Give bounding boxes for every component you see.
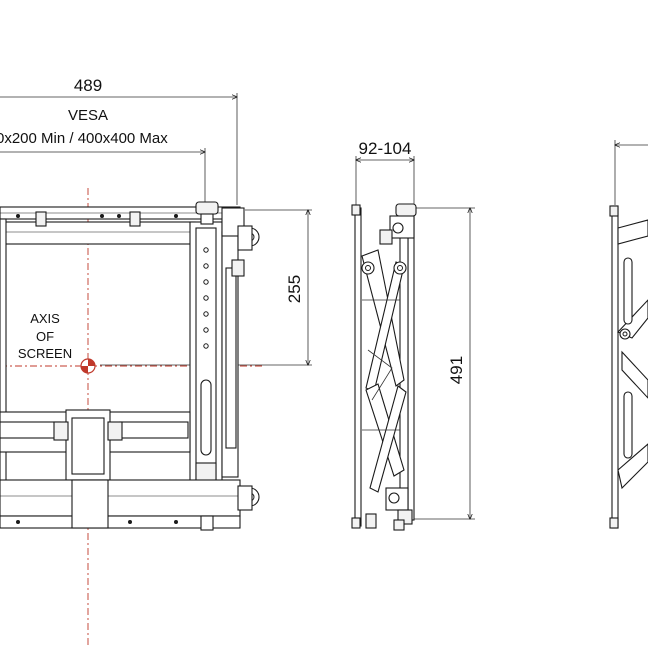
lower-rail <box>0 409 191 481</box>
vesa-range-label: 0x200 Min / 400x400 Max <box>0 130 168 147</box>
side-bottom-knob <box>365 487 413 531</box>
vertical-arm <box>189 221 239 523</box>
axis-label-line1: AXIS <box>30 311 60 326</box>
front-plate <box>407 213 415 521</box>
bottom-rail <box>0 479 260 531</box>
depth-label: 92-104 <box>359 139 412 158</box>
dimension-overall-height: 491 <box>414 208 475 519</box>
dimension-vesa: VESA 0x200 Min / 400x400 Max <box>0 107 205 205</box>
wall-plate <box>354 207 362 527</box>
dimension-overall-width: 489 <box>0 76 237 205</box>
axis-of-screen-label: AXIS OF SCREEN <box>18 311 72 361</box>
front-view: 489 VESA 0x200 Min / 400x400 Max 255 AXI… <box>0 76 312 648</box>
axis-center-marker <box>80 358 96 374</box>
overall-height-label: 491 <box>447 356 466 384</box>
top-clamp <box>195 201 260 277</box>
axis-label-line3: SCREEN <box>18 346 72 361</box>
offset-height-label: 255 <box>285 275 304 303</box>
scissor-arms <box>361 249 407 493</box>
overall-width-label: 489 <box>74 76 102 95</box>
axis-label-line2: OF <box>36 329 54 344</box>
dimension-depth: 92-104 <box>356 139 414 205</box>
extended-view <box>609 140 648 529</box>
side-top-knob <box>379 203 417 245</box>
dimension-offset-height: 255 <box>100 210 312 365</box>
vesa-label: VESA <box>68 107 108 124</box>
top-rail <box>0 206 241 245</box>
side-view: 92-104 491 <box>351 139 475 531</box>
